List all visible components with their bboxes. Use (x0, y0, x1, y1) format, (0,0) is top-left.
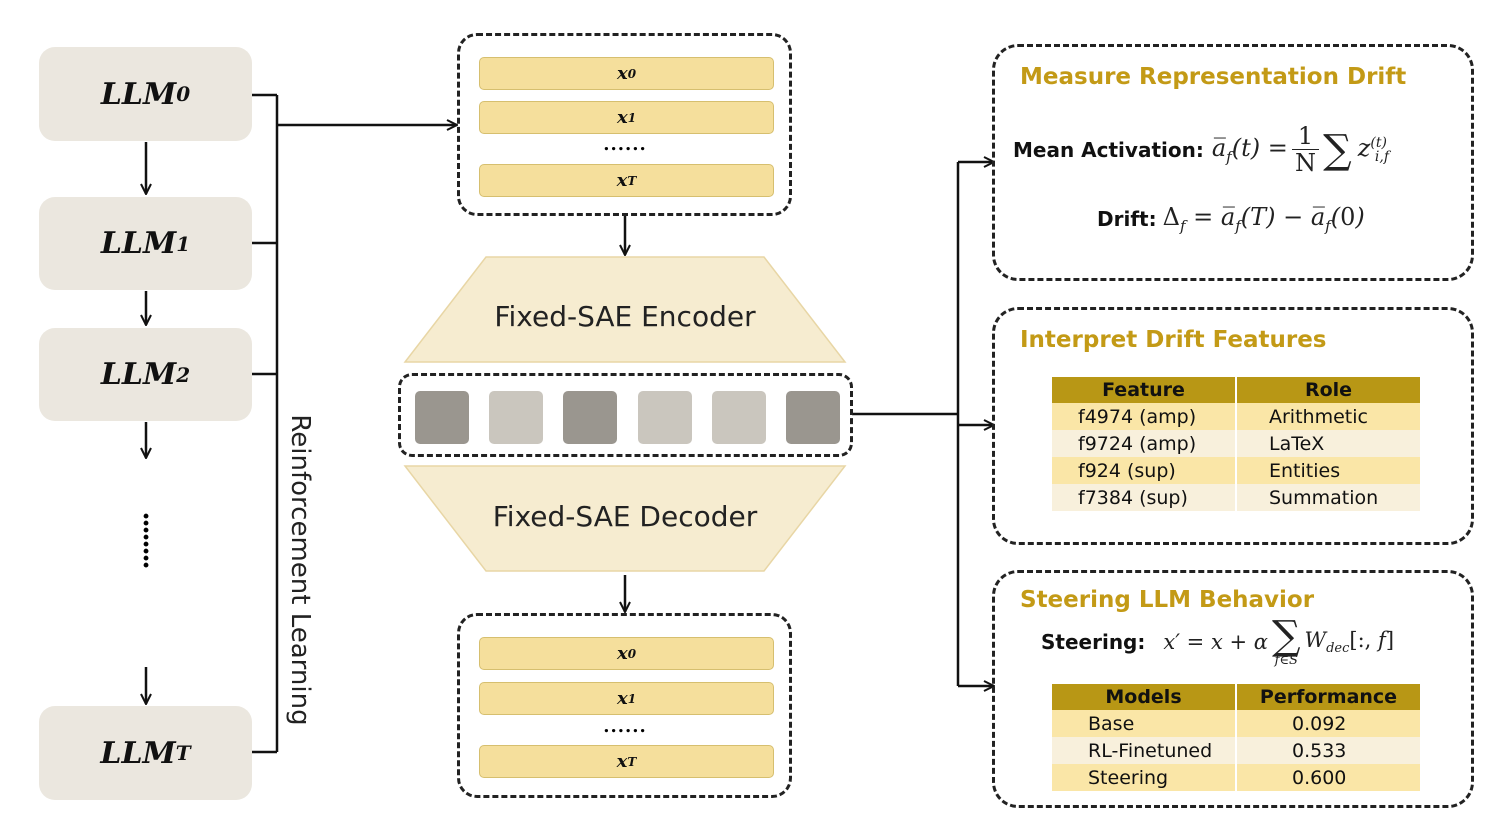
sae-features-box (398, 373, 853, 457)
llm-subscript: 2 (176, 362, 191, 387)
table-row: f4974 (amp) Arithmetic (1052, 403, 1420, 430)
llm-name: LLM (100, 226, 177, 261)
interpret-features-title: Interpret Drift Features (1020, 327, 1327, 353)
drift-label: Drift: (1097, 206, 1157, 231)
vertical-ellipsis: ········ (141, 502, 151, 581)
table-header-performance: Performance (1236, 684, 1420, 710)
encoder-trapezoid (403, 256, 847, 363)
table-row: RL-Finetuned 0.533 (1052, 737, 1420, 764)
table-row: Base 0.092 (1052, 710, 1420, 737)
input-ellipsis: ...... (603, 134, 647, 155)
feature-cell (786, 391, 840, 444)
measure-drift-panel: Measure Representation Drift Mean Activa… (992, 44, 1474, 281)
feature-cell (712, 391, 766, 444)
llm-name: LLM (100, 735, 176, 771)
decoder-trapezoid (403, 465, 847, 572)
decoder-label: Fixed-SAE Decoder (492, 500, 758, 533)
table-row: f9724 (amp) LaTeX (1052, 430, 1420, 457)
feature-cell (638, 391, 692, 444)
feature-cell (415, 391, 469, 444)
llm-subscript: T (175, 741, 191, 765)
feature-cell (563, 391, 617, 444)
steering-title: Steering LLM Behavior (1020, 587, 1315, 613)
table-row: f7384 (sup) Summation (1052, 484, 1420, 511)
table-header-role: Role (1236, 377, 1420, 403)
output-ellipsis: ...... (603, 716, 647, 737)
drift-equation: Drift: Δf = a̅f(T) − a̅f(0) (1097, 203, 1365, 235)
steering-equation: Steering: x′ = x + α ∑ f∈S Wdec[:, f] (1041, 613, 1395, 668)
table-row: Steering 0.600 (1052, 764, 1420, 791)
table-row: f924 (sup) Entities (1052, 457, 1420, 484)
drift-features-table: Feature Role f4974 (amp) Arithmetic f972… (1052, 377, 1420, 511)
encoder-label: Fixed-SAE Encoder (494, 300, 756, 333)
llm-name: LLM (100, 76, 177, 112)
performance-table: Models Performance Base 0.092 RL-Finetun… (1052, 684, 1420, 791)
measure-drift-title: Measure Representation Drift (1020, 64, 1407, 90)
steering-label: Steering: (1041, 630, 1146, 654)
llm-subscript: 1 (176, 231, 191, 256)
table-header-feature: Feature (1052, 377, 1237, 403)
llm-subscript: 0 (176, 82, 191, 106)
interpret-features-panel: Interpret Drift Features Feature Role f4… (992, 307, 1474, 545)
feature-cell (489, 391, 543, 444)
mean-activation-label: Mean Activation: (1013, 137, 1204, 162)
steering-panel: Steering LLM Behavior Steering: x′ = x +… (992, 570, 1474, 808)
llm-name: LLM (100, 357, 177, 392)
table-header-models: Models (1052, 684, 1237, 710)
